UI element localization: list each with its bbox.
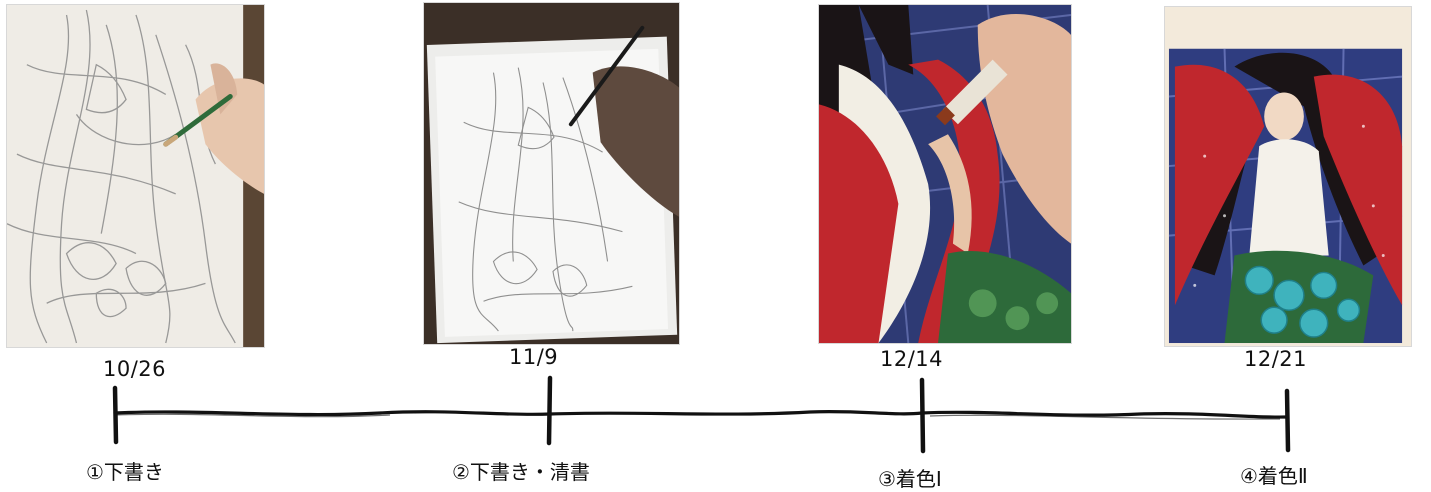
stage-3-date: 12/14 [880, 347, 944, 371]
timeline-line [113, 410, 1288, 419]
stage-4-photo [1164, 6, 1412, 347]
tick-4 [1284, 388, 1291, 453]
tick-1 [112, 385, 119, 445]
tick-3 [919, 377, 926, 454]
stage-2-date: 11/9 [509, 345, 559, 369]
stage-1-date: 10/26 [103, 357, 167, 381]
stage-4-date: 12/21 [1244, 347, 1308, 371]
stage-3-photo [818, 4, 1072, 344]
stage-3-label: ③着色Ⅰ [878, 467, 942, 491]
stage-1-photo [6, 4, 265, 348]
stage-1-label: ①下書き [86, 460, 164, 484]
stage-2-label: ②下書き・清書 [452, 460, 590, 484]
stage-4-label: ④着色Ⅱ [1240, 464, 1308, 488]
finished-illustration-photo [1165, 7, 1411, 346]
pencil-sketch-photo [7, 5, 264, 347]
marker-coloring-photo [819, 5, 1071, 343]
tick-2 [546, 375, 553, 446]
stage-2-photo [423, 2, 680, 345]
lightbox-inking-photo [424, 3, 679, 344]
